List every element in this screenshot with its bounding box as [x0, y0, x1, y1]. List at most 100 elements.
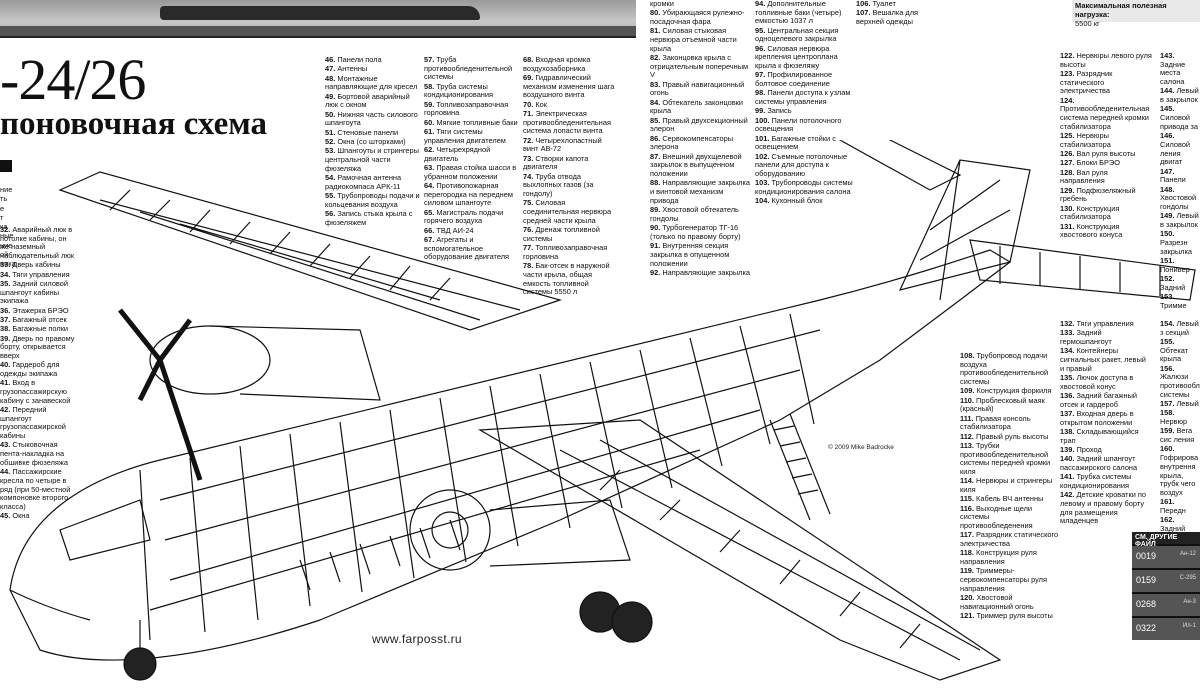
legend-item: 129. Подфюзеляжный гребень — [1060, 185, 1136, 204]
legend-item: 102. Съемные потолочные панели для досту… — [755, 151, 848, 179]
legend-item: 98. Панели доступа к узлам системы управ… — [755, 88, 851, 107]
legend-item: 75. Силовая соединительная нервюра средн… — [523, 198, 612, 225]
legend-item: 68. Входная кромка воздухозаборника — [523, 55, 591, 73]
legend-item: 159. Вега сис ления — [1160, 426, 1195, 445]
legend-item: 64. Противопожарная перегородка на перед… — [424, 181, 513, 208]
legend-item: ой — [0, 250, 9, 260]
nose-gear-wheel — [123, 647, 157, 681]
legend-item: 56. Запись стыка крыла с фюзеляжем — [325, 208, 413, 227]
legend-item: 146. Силовой ления двигат — [1160, 131, 1191, 167]
website-link[interactable]: www.farposst.ru — [372, 632, 462, 646]
legend-item: 82. Законцовка крыла с отрицательным поп… — [650, 53, 749, 80]
stabilizer-left — [838, 140, 962, 191]
stabilizer-right — [969, 239, 1196, 301]
legend-item: 131. Конструкция хвостового конуса — [1060, 221, 1123, 240]
legend-item: 122. Нервюры левого руля высоты — [1060, 51, 1152, 69]
legend-column-6: 94. Дополнительные топливные баки (четыр… — [755, 0, 855, 207]
legend-item: 71. Электрическая противообледенительная… — [523, 109, 611, 136]
legend-item: ка — [0, 222, 8, 232]
legend-item: 74. Труба отвода выхлопных газов (за гон… — [523, 171, 594, 199]
legend-item: 40. Гардероб для одежды экипажа — [0, 360, 60, 378]
legend-item: 81. Силовая стыковая нервюра отъемной ча… — [650, 26, 737, 53]
legend-item: 76. Дренаж топливной системы — [523, 225, 600, 243]
legend-item: 108. Трубопровод подачи воздуха противоо… — [960, 351, 1049, 387]
legend-item: 58. Труба системы кондиционирования — [424, 81, 494, 100]
legend-item: 137. Входная дверь в открытом положении — [1060, 409, 1134, 427]
legend-item: 130. Конструкция стабилизатора — [1060, 203, 1120, 222]
legend-item: 51. Стеновые панели — [325, 127, 399, 137]
legend-item: 115. Кабель ВЧ антенны — [960, 494, 1044, 504]
other-file-code: 0322 — [1136, 623, 1157, 633]
legend-item: 47. Антенны — [325, 64, 368, 74]
legend-item: 32. Аварийный люк в потолке кабины, он ж… — [0, 225, 75, 261]
legend-item: 125. Нервюры стабилизатора — [1060, 131, 1111, 149]
spec-value: 5500 кг — [1075, 19, 1100, 28]
legend-item: 150. Разрезн закрылка — [1160, 229, 1192, 256]
legend-item: 118. Конструкция руля направления — [960, 548, 1037, 567]
legend-list-6: 94. Дополнительные топливные баки (четыр… — [755, 0, 855, 206]
legend-item: 70. Кок — [523, 99, 547, 109]
legend-item: 33. Дверь кабины — [0, 260, 61, 270]
legend-item: 99. Запись — [755, 106, 792, 116]
legend-item: 111. Правая консоль стабилизатора — [960, 413, 1031, 432]
legend-item: 34. Тяги управления — [0, 269, 70, 279]
legend-item: 66. ТВД АИ-24 — [424, 225, 474, 235]
legend-item: 100. Панели потолочного освещения — [755, 115, 842, 134]
legend-item: ние — [0, 186, 13, 194]
legend-column-1: 32. Аварийный люк в потолке кабины, он ж… — [0, 225, 75, 522]
legend-item: 45. Окна — [0, 511, 30, 521]
other-file-item[interactable]: 0019 Ан-12 — [1132, 546, 1200, 568]
other-file-note: С-295 — [1179, 575, 1196, 581]
other-files-title: СМ. ДРУГИЕ ФАЙЛ — [1132, 532, 1200, 548]
legend-item: ника — [0, 259, 16, 269]
legend-item: т — [0, 212, 4, 222]
legend-item: 120. Хвостовой навигационный огонь — [960, 593, 1034, 611]
legend-item: 153. Тримме — [1160, 291, 1187, 310]
main-gear-wheel-2 — [611, 601, 653, 643]
legend-item: 48. Монтажные направляющие для кресел — [325, 73, 418, 92]
legend-item: 141. Трубка системы кондиционирования — [1060, 472, 1132, 490]
legend-list-8: 108. Трубопровод подачи воздуха противоо… — [960, 351, 1060, 621]
legend-item: 135. Лючок доступа в хвостовой конус — [1060, 373, 1134, 391]
legend-item: 133. Задний гермошпангоут — [1060, 328, 1112, 346]
legend-item: 154. Левый з секций — [1160, 320, 1199, 337]
legend-item: 136. Задний багажный отсек и гардероб — [1060, 391, 1138, 409]
legend-item: 138. Складывающийся трап — [1060, 427, 1139, 445]
legend-item: 123. Разрядник статического электричеств… — [1060, 69, 1113, 96]
legend-item: 107. Вешалка для верхней одежды — [856, 8, 919, 26]
propeller-left — [118, 308, 203, 481]
legend-item: 69. Гидравлический механизм изменения ша… — [523, 73, 615, 100]
other-file-code: 0019 — [1136, 551, 1157, 561]
legend-item: 80. Убирающаяся рулежно-посадочная фара — [650, 8, 745, 26]
legend-item: 44. Пассажирские кресла по четыре в ряд … — [0, 467, 71, 511]
page-title: -24/26 — [0, 47, 146, 112]
legend-item: 119. Триммеры-сервокомпенсаторы руля нап… — [960, 566, 1047, 593]
other-file-note: Ан-12 — [1180, 551, 1196, 557]
legend-item: 127. Блоки БРЭО — [1060, 158, 1120, 168]
legend-item: 91. Внутренняя секция закрылка в опущенн… — [650, 241, 730, 268]
legend-item: 49. Бортовой аварийный люк с окном — [325, 91, 410, 110]
legend-item: 96. Силовая нервюра крепления центроплан… — [755, 43, 838, 71]
legend-item: 46. Панели пола — [325, 55, 382, 64]
legend-item: 147. Панели — [1160, 166, 1186, 185]
page-subtitle: поновочная схема — [0, 106, 267, 142]
legend-item: 132. Тяги управления — [1060, 319, 1134, 328]
legend-item: 87. Внешний двухщелевой закрылок в выпущ… — [650, 151, 742, 179]
section-marker — [0, 160, 12, 172]
legend-column-8: 108. Трубопровод подачи воздуха противоо… — [960, 351, 1060, 621]
legend-item: 37. Багажный отсек — [0, 315, 67, 324]
